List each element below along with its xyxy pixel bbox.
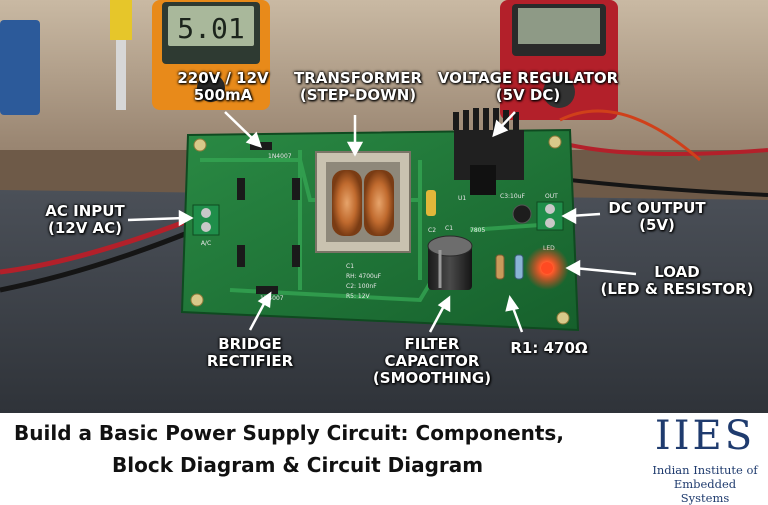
resistor-label: R1: 470Ω — [494, 340, 604, 357]
pcb-values-3: C2: 100nF — [346, 283, 377, 290]
filter-capacitor-line1: FILTER — [404, 335, 460, 353]
pcb-diode-bottom: 1N4007 — [260, 295, 284, 302]
pcb-values-4: R5: 12V — [346, 293, 371, 300]
filter-capacitor-line2: CAPACITOR — [384, 352, 480, 370]
brand-name-line1: Indian Institute of — [652, 463, 758, 477]
dc-output-line1: DC OUTPUT — [608, 199, 706, 217]
ac-input-line1: AC INPUT — [45, 202, 125, 220]
voltage-regulator-line2: (5V DC) — [495, 86, 561, 104]
pcb-out: OUT — [545, 193, 558, 200]
transformer-label: TRANSFORMER (STEP-DOWN) — [278, 70, 438, 104]
pcb-ac-label: A/C — [201, 240, 211, 247]
ac-input-line2: (12V AC) — [47, 219, 123, 237]
load-line2: (LED & RESISTOR) — [600, 280, 754, 298]
voltage-rating-line1: 220V / 12V — [177, 69, 269, 87]
pcb-c1: C1 — [445, 225, 453, 232]
pcb-7805: 7805 — [470, 227, 485, 234]
circuit-photo: 5.01 — [0, 0, 768, 413]
brand-name-line2: Embedded Systems — [673, 477, 737, 505]
filter-capacitor-line3: (SMOOTHING) — [372, 369, 492, 387]
pcb-diode-top: 1N4007 — [268, 153, 292, 160]
voltage-regulator-label: VOLTAGE REGULATOR (5V DC) — [428, 70, 628, 104]
resistor-line1: R1: 470Ω — [510, 339, 588, 357]
pcb-c2: C2 — [428, 227, 436, 234]
article-title-line1: Build a Basic Power Supply Circuit: Comp… — [14, 421, 564, 445]
bridge-rectifier-line2: RECTIFIER — [206, 352, 294, 370]
ac-input-label: AC INPUT (12V AC) — [30, 203, 140, 237]
circuit-board-scene: 5.01 — [0, 0, 768, 413]
pcb-values-1: C1 — [346, 263, 354, 270]
dc-output-label: DC OUTPUT (5V) — [592, 200, 722, 234]
voltage-rating-line2: 500mA — [193, 86, 253, 104]
voltage-rating-label: 220V / 12V 500mA — [158, 70, 288, 104]
dc-output-line2: (5V) — [639, 216, 675, 234]
bridge-rectifier-label: BRIDGE RECTIFIER — [190, 336, 310, 370]
footer-banner: Build a Basic Power Supply Circuit: Comp… — [0, 413, 768, 505]
led — [541, 262, 553, 274]
load-label: LOAD (LED & RESISTOR) — [592, 264, 762, 298]
pcb-c3: C3:10uF — [500, 193, 525, 200]
filter-capacitor — [427, 235, 473, 290]
brand-logo: IIES — [654, 413, 756, 459]
pcb-board: A/C 1N4007 1N4007 C1 — [180, 108, 580, 332]
multimeter-right — [500, 0, 618, 120]
voltage-regulator-line1: VOLTAGE REGULATOR — [437, 69, 619, 87]
transformer-line1: TRANSFORMER — [293, 69, 423, 87]
transformer — [315, 151, 411, 253]
article-title-line2: Block Diagram & Circuit Diagram — [112, 453, 484, 477]
pcb-values-2: RH: 4700uF — [346, 273, 382, 280]
meter-reading: 5.01 — [177, 12, 244, 45]
pcb-u1: U1 — [458, 195, 466, 202]
transformer-line2: (STEP-DOWN) — [299, 86, 417, 104]
bridge-rectifier-line1: BRIDGE — [218, 335, 282, 353]
callout-arrows — [127, 111, 637, 333]
voltage-regulator: U1 7805 — [453, 108, 524, 234]
filter-capacitor-label: FILTER CAPACITOR (SMOOTHING) — [362, 336, 502, 387]
multimeter-left: 5.01 — [152, 0, 270, 110]
load-line1: LOAD — [654, 263, 700, 281]
